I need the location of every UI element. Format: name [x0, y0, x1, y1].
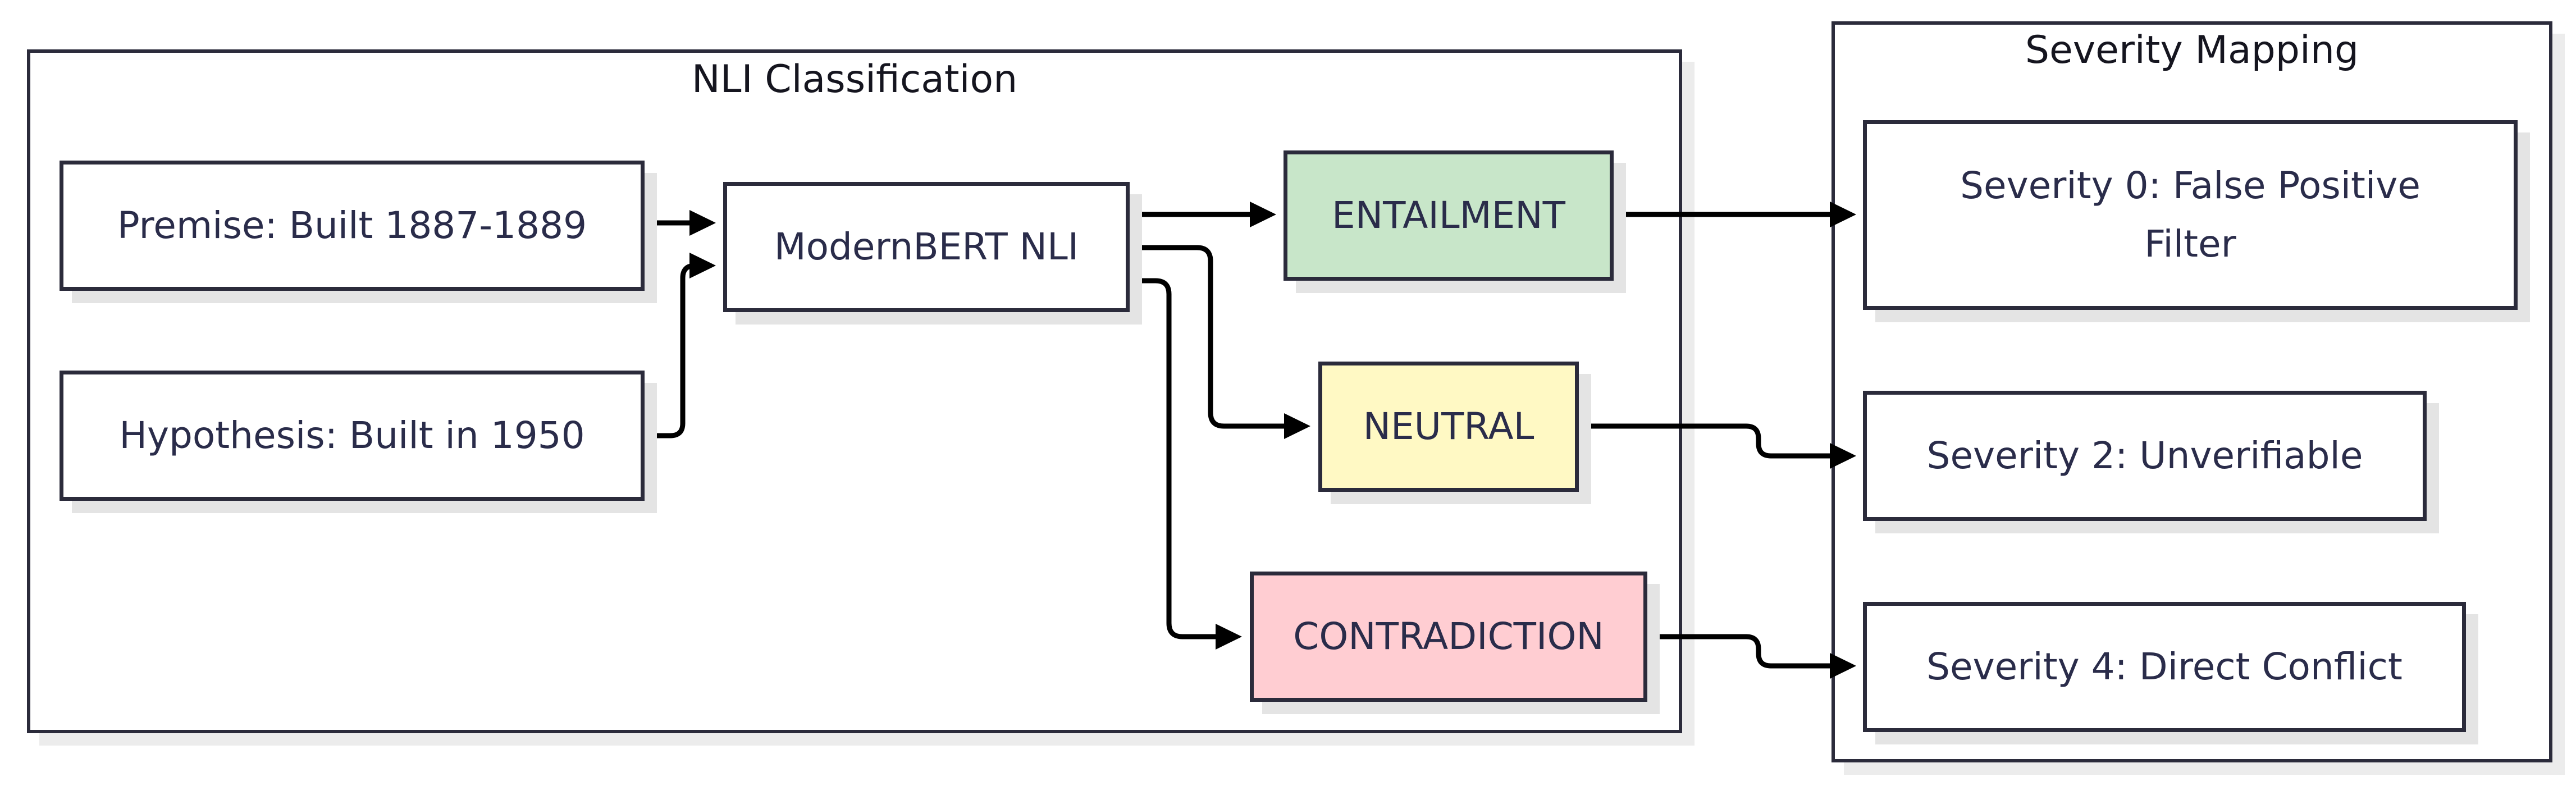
- severity-0-node: Severity 0: False Positive Filter: [1863, 120, 2518, 310]
- neutral-node: NEUTRAL: [1318, 362, 1579, 492]
- severity-mapping-title: Severity Mapping: [2025, 28, 2359, 72]
- arrowhead-entailment-to-sev0: [1830, 202, 1856, 227]
- severity-2-label: Severity 2: Unverifiable: [1926, 434, 2363, 477]
- modernbert-nli-node: ModernBERT NLI: [723, 182, 1130, 312]
- severity-4-label: Severity 4: Direct Conflict: [1926, 645, 2403, 688]
- entailment-node: ENTAILMENT: [1284, 150, 1614, 281]
- arrowhead-premise-to-model: [689, 210, 716, 236]
- arrowhead-contradiction-to-sev4: [1830, 653, 1856, 679]
- neutral-label: NEUTRAL: [1363, 405, 1534, 448]
- nli-classification-title: NLI Classification: [691, 57, 1018, 102]
- contradiction-label: CONTRADICTION: [1293, 615, 1604, 658]
- edge-neutral-to-sev2: [1574, 423, 1839, 459]
- hypothesis-label: Hypothesis: Built in 1950: [119, 414, 585, 457]
- premise-node: Premise: Built 1887-1889: [60, 161, 645, 291]
- arrowhead-model-to-neutral: [1284, 413, 1310, 439]
- modernbert-nli-label: ModernBERT NLI: [774, 225, 1079, 268]
- arrowhead-neutral-to-sev2: [1830, 443, 1856, 469]
- severity-0-label: Severity 0: False Positive Filter: [1960, 164, 2420, 266]
- arrowhead-hypothesis-to-model: [689, 253, 716, 278]
- contradiction-node: CONTRADICTION: [1250, 572, 1647, 702]
- severity-2-node: Severity 2: Unverifiable: [1863, 391, 2427, 521]
- hypothesis-node: Hypothesis: Built in 1950: [60, 371, 645, 501]
- arrowhead-model-to-entailment: [1250, 202, 1276, 227]
- edge-contradiction-to-sev4: [1642, 634, 1839, 669]
- severity-4-node: Severity 4: Direct Conflict: [1863, 602, 2466, 732]
- premise-label: Premise: Built 1887-1889: [117, 204, 587, 247]
- entailment-label: ENTAILMENT: [1332, 194, 1565, 237]
- edge-model-to-contradiction: [1124, 278, 1226, 639]
- edge-model-to-neutral: [1124, 245, 1294, 429]
- edge-hypothesis-to-model: [640, 263, 699, 438]
- arrowhead-model-to-contradiction: [1216, 624, 1242, 650]
